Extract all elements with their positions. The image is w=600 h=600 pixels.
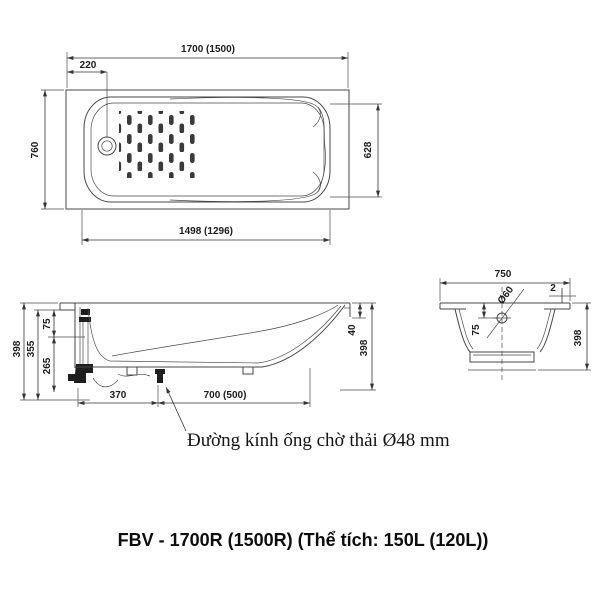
dim-end-overflow-drop: 75 [471, 324, 482, 336]
left-rim-step [59, 303, 75, 311]
dim-overflow-drop: 75 [42, 318, 53, 330]
dim-width-inner: 628 [363, 141, 374, 158]
end-view: Ø60 750 2 75 398 [439, 269, 591, 383]
tub-rim-outline [83, 96, 331, 203]
dim-overflow-offset: 220 [80, 60, 97, 71]
drain-outlet [155, 369, 165, 383]
section-view: 398 355 75 265 40 398 370 700 (500) [12, 302, 376, 432]
dim-rim-drop-right: 40 [347, 324, 358, 336]
tub-far-rim-curve [111, 304, 339, 357]
backrest-edge-wave [317, 106, 326, 193]
p-trap [74, 364, 93, 383]
dim-depth-below-overflow: 265 [42, 357, 53, 374]
dim-base-length: 1498 (1296) [179, 226, 233, 237]
note-leader [165, 386, 187, 432]
dim-width-rim: 760 [30, 141, 41, 158]
dim-end-width: 750 [495, 269, 512, 280]
dim-height-overall-right: 398 [359, 339, 370, 356]
drain-pipe-note: Đường kính ống chờ thải Ø48 mm [187, 430, 450, 451]
top-view: 1700 (1500) 220 760 628 1498 (1296) [30, 44, 382, 245]
dim-height-overall-left: 398 [12, 340, 23, 357]
left-wall-outer [454, 308, 471, 353]
model-caption: FBV - 1700R (1500R) (Thể tích: 150L (120… [118, 530, 489, 550]
right-wall-outer [539, 308, 556, 353]
tub-outer-rect [65, 89, 350, 210]
dim-height-inner-wall: 355 [26, 340, 37, 357]
support-foot-right [242, 366, 254, 375]
dim-bottom-flat-length: 700 (500) [204, 390, 247, 401]
dim-rim-lip: 2 [550, 283, 556, 294]
tub-bottom-outer [75, 304, 346, 368]
tub-bottom-inner [87, 305, 342, 364]
backrest-curve-top [169, 97, 321, 128]
anti-slip-dots [119, 111, 199, 178]
backrest-curve-bottom [169, 171, 321, 202]
overflow-fitting [81, 309, 90, 315]
tub-rim-inner-outline [90, 102, 325, 197]
support-foot-left [126, 366, 138, 376]
overflow-hole-outer [97, 136, 117, 156]
dim-end-height: 398 [573, 329, 584, 346]
dim-top-length: 1700 (1500) [181, 44, 235, 55]
overflow-hole-inner [101, 140, 113, 152]
dim-drain-offset: 370 [110, 390, 127, 401]
